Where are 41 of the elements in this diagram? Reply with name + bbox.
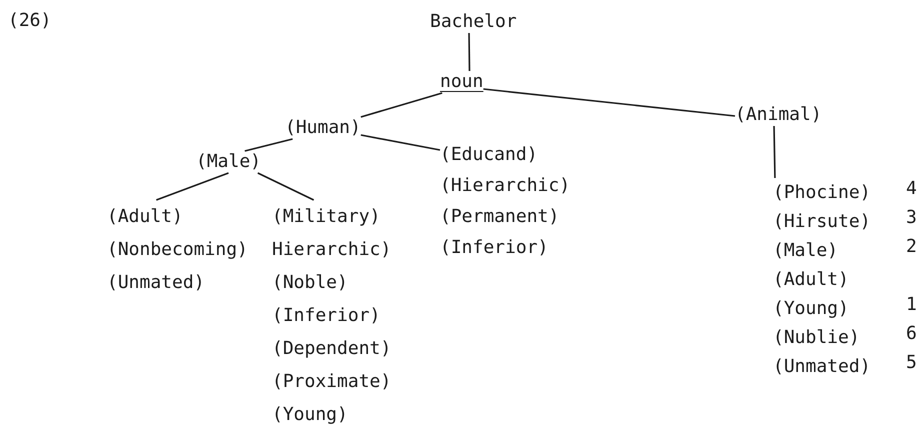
tree-line [360, 92, 442, 118]
feature-label: (Military) [272, 205, 382, 229]
tree-line [468, 32, 470, 72]
feature-label: (Young) [773, 297, 850, 321]
order-number: 6 [906, 323, 917, 345]
example-number: (26) [8, 10, 52, 32]
feature-label: (Proximate) [272, 370, 392, 394]
order-number: 2 [906, 236, 917, 258]
feature-label: (Adult) [107, 205, 184, 229]
feature-label: (Hierarchic) [440, 174, 570, 198]
feature-label: (Unmated) [773, 355, 871, 379]
tree-label: noun [440, 71, 484, 93]
order-number: 5 [906, 352, 917, 374]
feature-label: (Inferior) [440, 236, 550, 260]
tree-label: Bachelor [430, 11, 517, 33]
feature-label: (Nublie) [773, 326, 861, 350]
tree-line [483, 88, 736, 117]
tree-line [244, 138, 293, 152]
feature-label: (Inferior) [272, 304, 382, 328]
feature-label: (Permanent) [440, 205, 560, 229]
feature-label: (Dependent) [272, 337, 392, 361]
feature-label: (Nonbecoming) [107, 238, 248, 262]
feature-label: (Adult) [773, 268, 850, 292]
feature-label: (Noble) [272, 271, 349, 295]
tree-line [773, 126, 776, 178]
feature-label: (Unmated) [107, 271, 206, 295]
feature-label: (Phocine) [773, 181, 871, 205]
feature-label: Hierarchic) [272, 238, 392, 262]
feature-label: (Male) [773, 239, 840, 263]
tree-label: (Animal) [735, 104, 822, 126]
tree-line [257, 172, 314, 201]
feature-label: (Hirsute) [773, 210, 871, 234]
feature-label: (Educand) [440, 143, 539, 167]
tree-label: (Human) [285, 117, 361, 139]
order-number: 1 [906, 294, 917, 316]
tree-line [156, 172, 229, 201]
feature-label: (Young) [272, 403, 349, 427]
tree-label: (Male) [196, 151, 262, 173]
order-number: 3 [906, 207, 917, 229]
tree-line [360, 134, 440, 151]
order-number: 4 [906, 178, 917, 200]
